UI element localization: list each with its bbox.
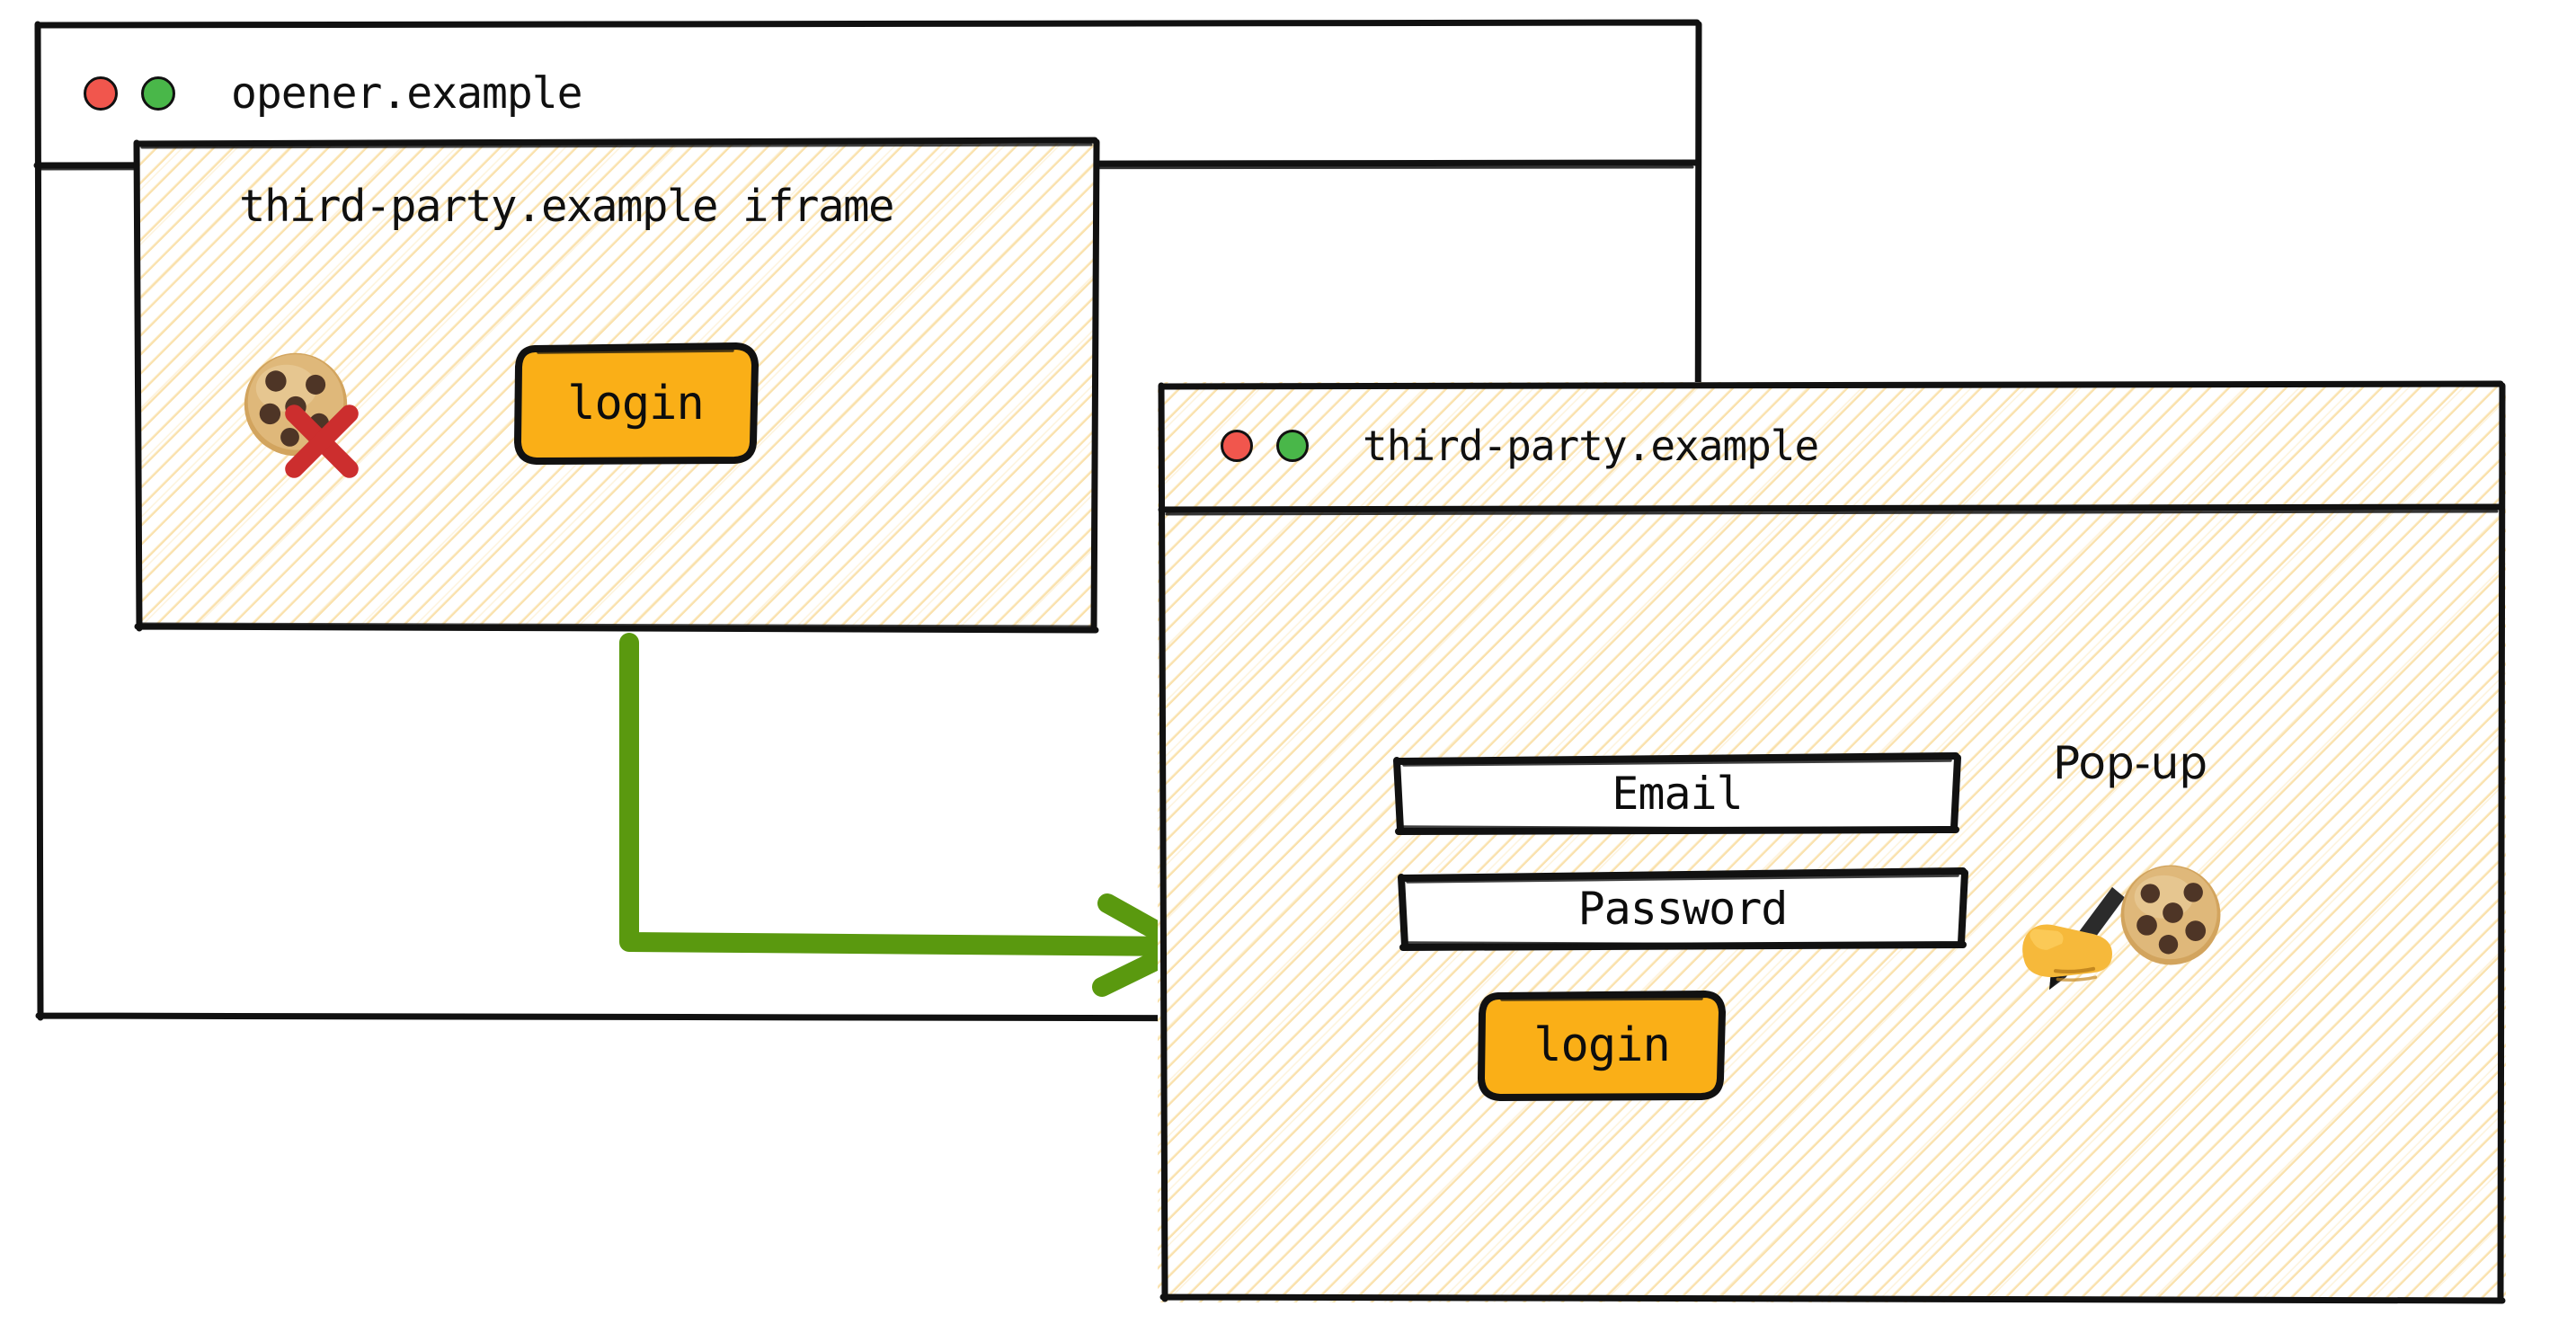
email-field-value: Email <box>1612 768 1744 820</box>
cross-mark-icon <box>285 404 359 478</box>
iframe-login-button[interactable]: login <box>514 342 759 465</box>
iframe-label: third-party.example iframe <box>239 181 895 232</box>
opener-titlebar: opener.example <box>34 22 1702 165</box>
writing-hand-icon <box>2022 886 2125 991</box>
email-field[interactable]: Email <box>1393 752 1961 835</box>
close-dot-icon[interactable] <box>84 76 118 111</box>
red-x-emoji <box>279 398 365 484</box>
writing-hand-emoji <box>2012 880 2137 997</box>
password-field[interactable]: Password <box>1398 867 1968 951</box>
third-party-popup-window: third-party.example Pop-up Email <box>1158 380 2506 1304</box>
popup-caption: Pop-up <box>2053 737 2208 789</box>
opener-window-title: opener.example <box>231 68 583 119</box>
popup-login-button[interactable]: login <box>1478 991 1726 1101</box>
close-dot-icon[interactable] <box>1221 430 1253 462</box>
third-party-iframe: third-party.example iframe <box>133 137 1100 634</box>
password-field-value: Password <box>1577 883 1789 935</box>
popup-login-button-label: login <box>1533 1018 1671 1072</box>
cookie-emoji <box>2114 858 2227 972</box>
maximize-dot-icon[interactable] <box>141 76 175 111</box>
iframe-login-button-label: login <box>567 377 705 431</box>
popup-window-title: third-party.example <box>1363 422 1819 470</box>
cookie-icon <box>2120 865 2221 965</box>
popup-titlebar: third-party.example <box>1158 382 2506 510</box>
maximize-dot-icon[interactable] <box>1276 430 1309 462</box>
popup-window-content: Pop-up Email Password <box>1158 510 2506 1302</box>
